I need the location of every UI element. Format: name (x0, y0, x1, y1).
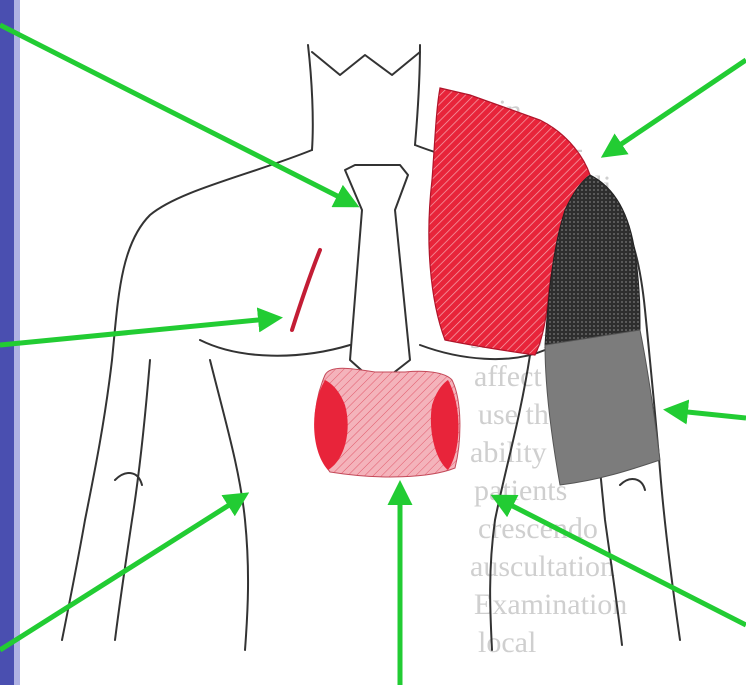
neck-left-line (308, 45, 313, 150)
arrow-sternum (0, 25, 355, 205)
left-pectoral-line (200, 340, 350, 356)
arrow-arm (668, 410, 746, 418)
arrow-left-chest (0, 318, 278, 345)
chin-line (312, 52, 420, 75)
left-chest-pain-line (292, 250, 320, 330)
arrow-shoulder (605, 60, 746, 155)
background-text-line: Examination (474, 588, 627, 621)
left-arm-inner (115, 360, 150, 640)
background-text-line: patients (474, 474, 567, 507)
forearm-referred-region (545, 330, 660, 485)
neck-right-line (415, 45, 420, 145)
right-elbow (620, 479, 645, 490)
arrow-left-side (0, 495, 245, 650)
background-text-line: local (478, 626, 536, 659)
sternum-outline (345, 165, 410, 385)
left-arm-outer (62, 150, 312, 640)
